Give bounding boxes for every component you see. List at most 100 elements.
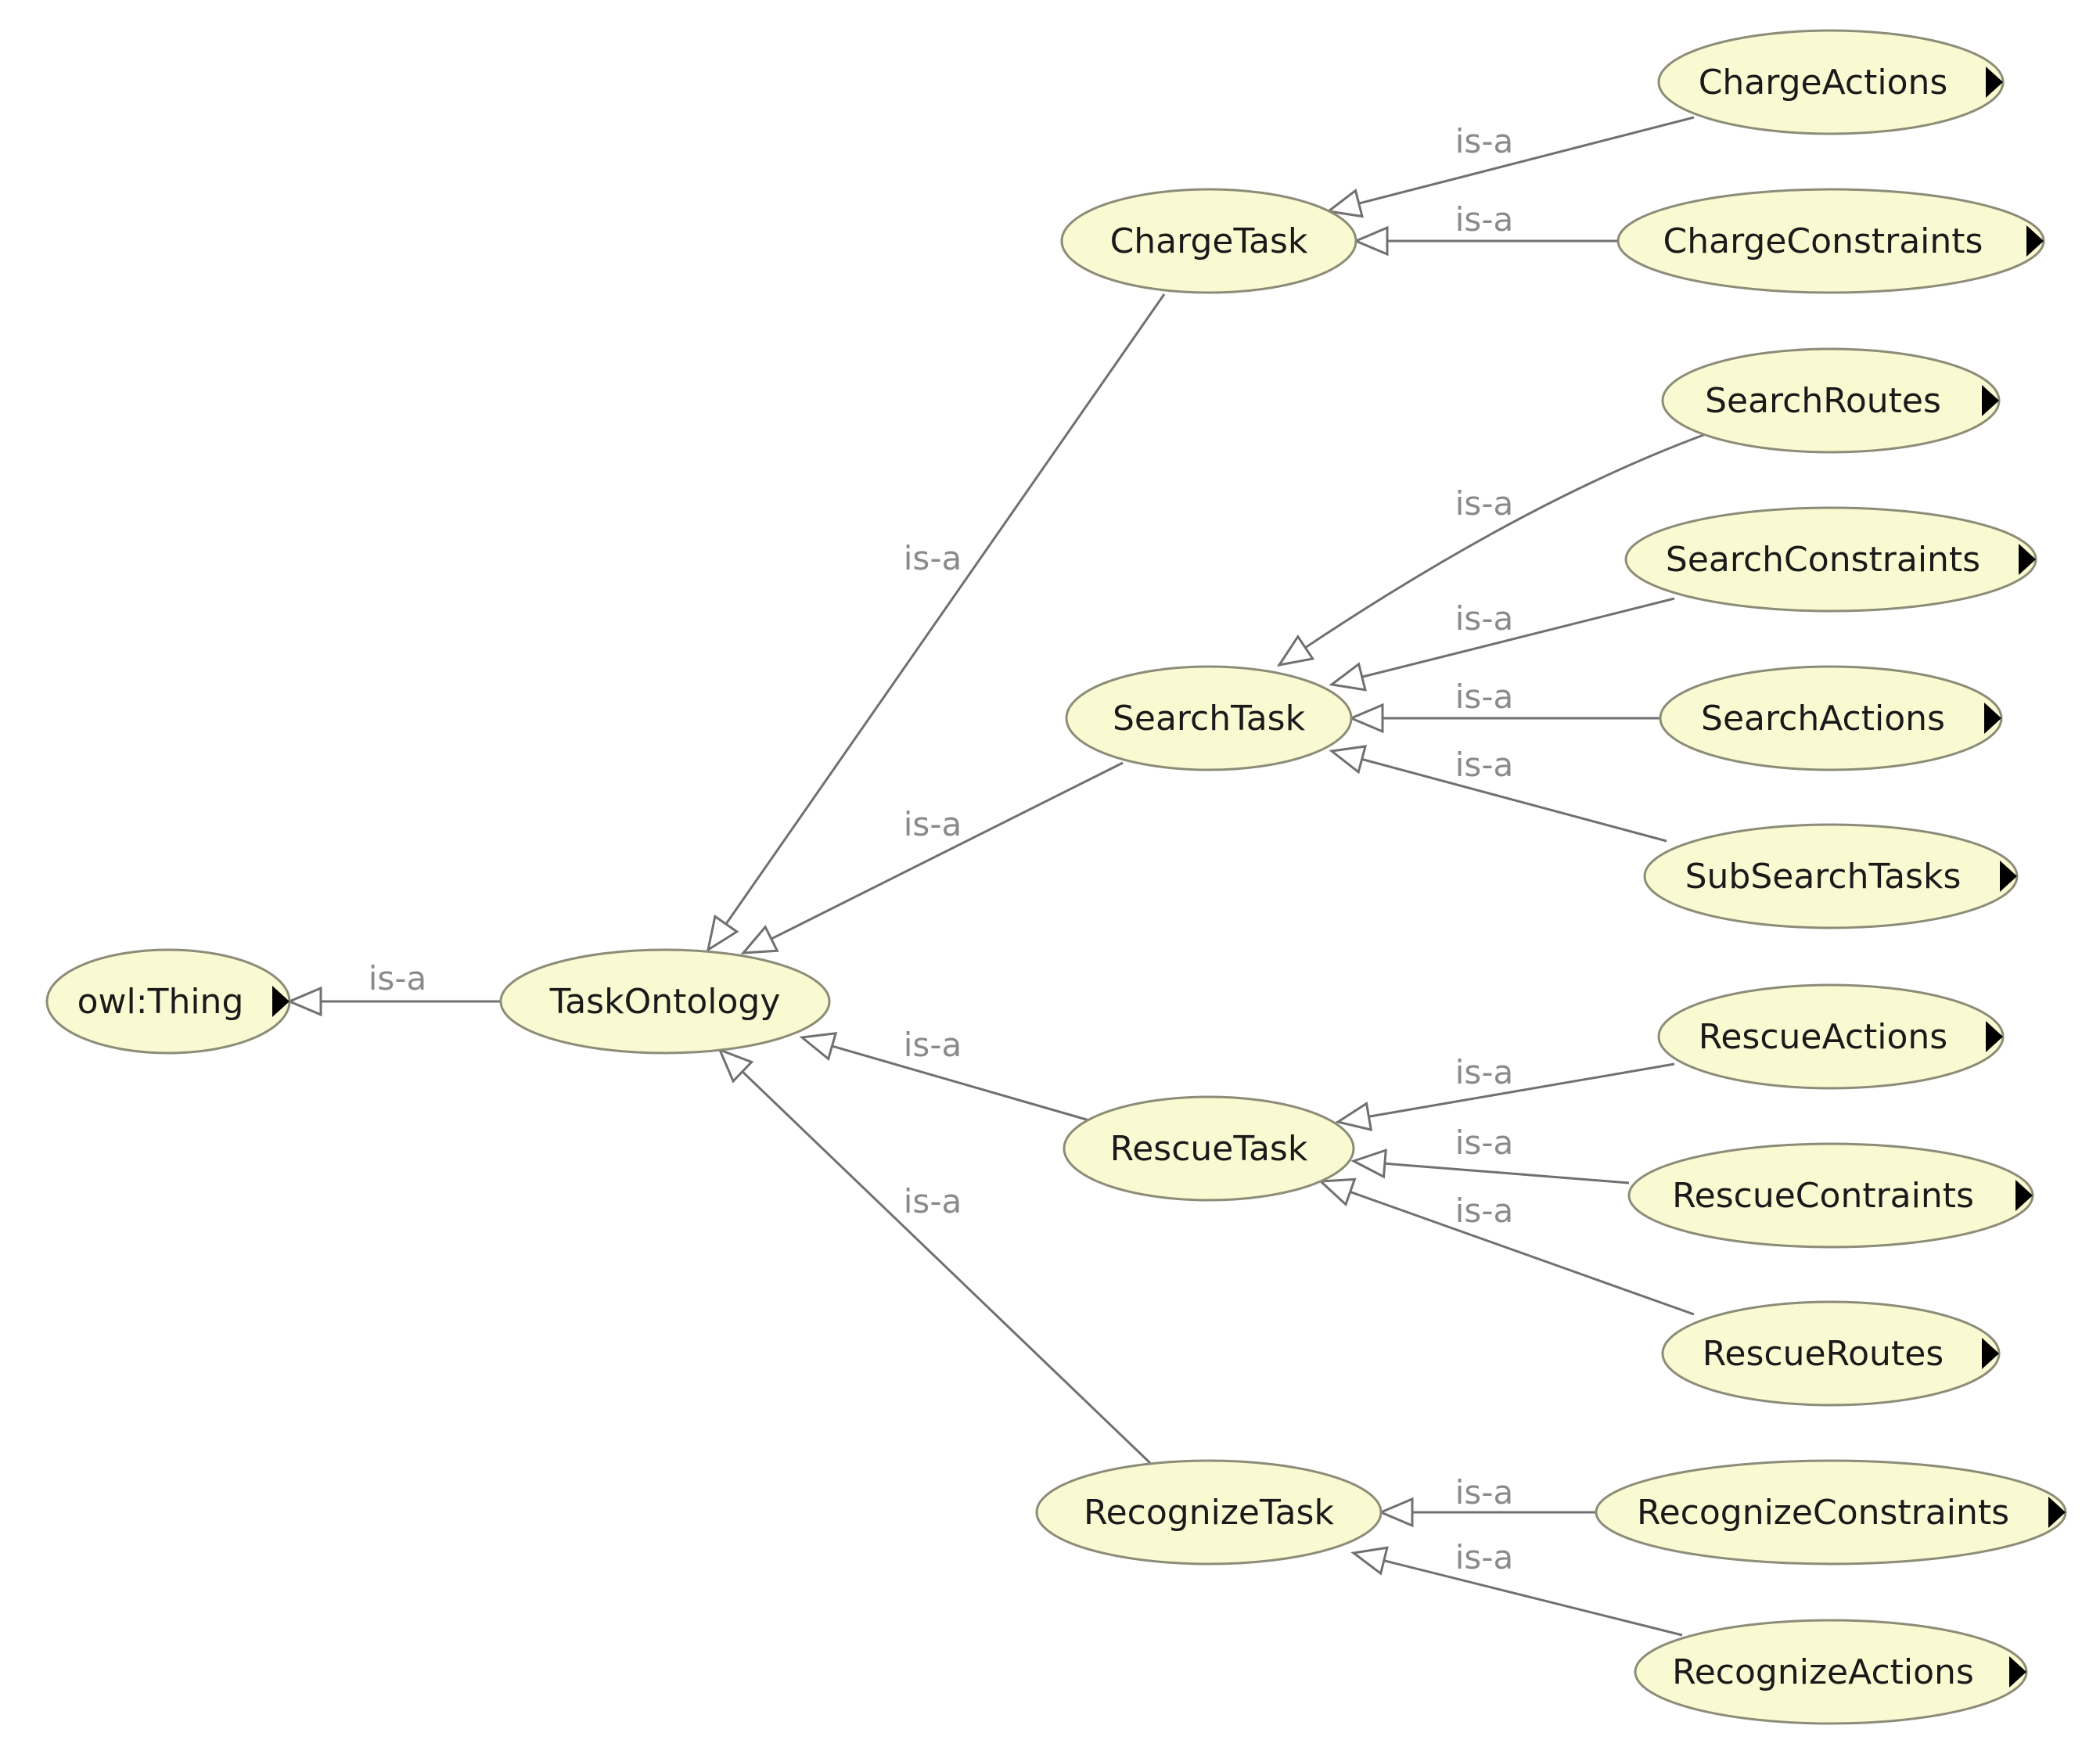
edge-label: is-a [1455,1053,1513,1091]
class-node-label: RescueTask [1110,1129,1308,1169]
class-node-label: RecognizeConstraints [1637,1493,2009,1533]
node-chargetask[interactable]: ChargeTask [1060,188,1357,294]
nodes-layer: owl:Thing TaskOntology ChargeTaskSearchTas… [45,29,2067,1725]
edge-label: is-a [1455,1123,1513,1162]
edge-label: is-a [1455,122,1513,160]
is-a-arrowhead [1276,634,1315,667]
is-a-arrowhead [1329,745,1368,775]
class-node-ellipse[interactable] [1060,188,1357,294]
expand-arrow-icon[interactable] [1982,1338,1999,1369]
node-searchactions[interactable]: SearchActions [1659,665,2003,771]
expand-arrow-icon[interactable] [272,986,289,1017]
node-rescuecontraints[interactable]: RescueContraints [1627,1142,2034,1249]
expand-arrow-icon[interactable] [2009,1656,2026,1688]
expand-arrow-icon[interactable] [2048,1497,2066,1528]
edge-line [1358,116,1695,205]
edge-chargeactions-to-chargetask: is-a [1325,116,1695,218]
edge-line [725,293,1166,926]
class-node-label: RecognizeTask [1084,1493,1334,1533]
node-recognizeactions[interactable]: RecognizeActions [1634,1619,2028,1725]
class-node-label: SubSearchTasks [1685,857,1962,897]
is-a-arrowhead [1378,1497,1414,1528]
is-a-arrowhead [706,914,739,953]
node-recognizetask[interactable]: RecognizeTask [1035,1459,1383,1565]
node-taskontology[interactable]: TaskOntology [499,948,831,1055]
edge-searchroutes-to-searchtask: is-a [1276,433,1706,667]
class-node-label: SearchActions [1701,699,1945,739]
is-a-arrowhead [1353,225,1389,257]
is-a-arrowhead [1318,1177,1357,1207]
is-a-arrowhead [286,986,322,1017]
expand-arrow-icon[interactable] [2000,861,2017,892]
edge-chargeconstraints-to-chargetask: is-a [1353,200,1618,257]
edge-label: is-a [369,959,426,998]
class-node-ellipse[interactable] [1063,1095,1355,1202]
class-node-label: SearchRoutes [1705,381,1941,421]
node-chargeconstraints[interactable]: ChargeConstraints [1616,188,2045,294]
edge-searchtask-to-taskontology: is-a [740,761,1124,954]
expand-arrow-icon[interactable] [2015,1180,2033,1211]
class-node-label: ChargeActions [1699,63,1948,102]
node-searchconstraints[interactable]: SearchConstraints [1624,506,2037,613]
expand-arrow-icon[interactable] [2019,544,2036,575]
node-rescueactions[interactable]: RescueActions [1657,983,2005,1090]
class-node-label: ChargeConstraints [1663,221,1983,261]
edge-searchactions-to-searchtask: is-a [1348,678,1660,734]
edge-rescueactions-to-rescuetask: is-a [1335,1053,1675,1131]
edge-label: is-a [1455,484,1513,523]
edge-label: is-a [1455,746,1513,784]
class-node-label: ChargeTask [1110,221,1308,261]
edge-taskontology-to-thing: is-a [286,959,501,1017]
class-node-ellipse[interactable] [1065,665,1353,771]
edge-line [1361,757,1667,843]
edge-label: is-a [904,539,962,577]
expand-arrow-icon[interactable] [1982,385,1999,416]
edge-label: is-a [904,1026,962,1064]
class-node-label: SearchTask [1113,699,1306,739]
node-searchroutes[interactable]: SearchRoutes [1661,347,2001,454]
edge-line [1368,1062,1675,1118]
edge-label: is-a [1455,599,1513,638]
edge-line [1384,1162,1630,1184]
class-node-label: RescueRoutes [1703,1334,1944,1374]
edge-recognizetask-to-taskontology: is-a [717,1048,1152,1465]
edge-label: is-a [904,805,962,843]
node-rescuetask[interactable]: RescueTask [1063,1095,1355,1202]
node-chargeactions[interactable]: ChargeActions [1657,29,2005,135]
edge-line [1383,1559,1683,1637]
class-node-label: TaskOntology [549,982,781,1022]
edge-line [741,1070,1152,1465]
expand-arrow-icon[interactable] [2026,225,2044,257]
class-node-label: RecognizeActions [1672,1652,1974,1692]
is-a-arrowhead [740,925,779,954]
node-recognizeconstraints[interactable]: RecognizeConstraints [1595,1459,2067,1565]
expand-arrow-icon[interactable] [1986,67,2003,98]
is-a-arrowhead [1350,1546,1389,1576]
class-node-label: owl:Thing [77,982,244,1022]
edge-rescuecontraints-to-rescuetask: is-a [1350,1123,1630,1184]
node-thing[interactable]: owl:Thing [45,948,291,1055]
is-a-arrowhead [1335,1101,1373,1131]
node-rescueroutes[interactable]: RescueRoutes [1661,1300,2001,1407]
expand-arrow-icon[interactable] [1986,1021,2003,1052]
edge-label: is-a [1455,200,1513,239]
edge-line [771,761,1124,940]
edge-label: is-a [1455,678,1513,716]
class-node-ellipse[interactable] [499,948,831,1055]
edge-recognizeactions-to-recognizetask: is-a [1350,1538,1683,1637]
edge-line [1350,1191,1695,1316]
class-node-label: RescueActions [1699,1017,1947,1057]
edge-rescuetask-to-taskontology: is-a [799,1026,1090,1122]
class-node-ellipse[interactable] [1035,1459,1383,1565]
node-subsearchtasks[interactable]: SubSearchTasks [1643,823,2019,929]
is-a-arrowhead [799,1032,838,1062]
expand-arrow-icon[interactable] [1984,703,2001,734]
edge-chargetask-to-taskontology: is-a [706,293,1166,953]
edge-label: is-a [1455,1192,1513,1230]
edge-label: is-a [1455,1538,1513,1576]
edge-label: is-a [904,1182,962,1220]
node-searchtask[interactable]: SearchTask [1065,665,1353,771]
is-a-arrowhead [1350,1148,1387,1179]
class-node-label: SearchConstraints [1666,540,1980,580]
